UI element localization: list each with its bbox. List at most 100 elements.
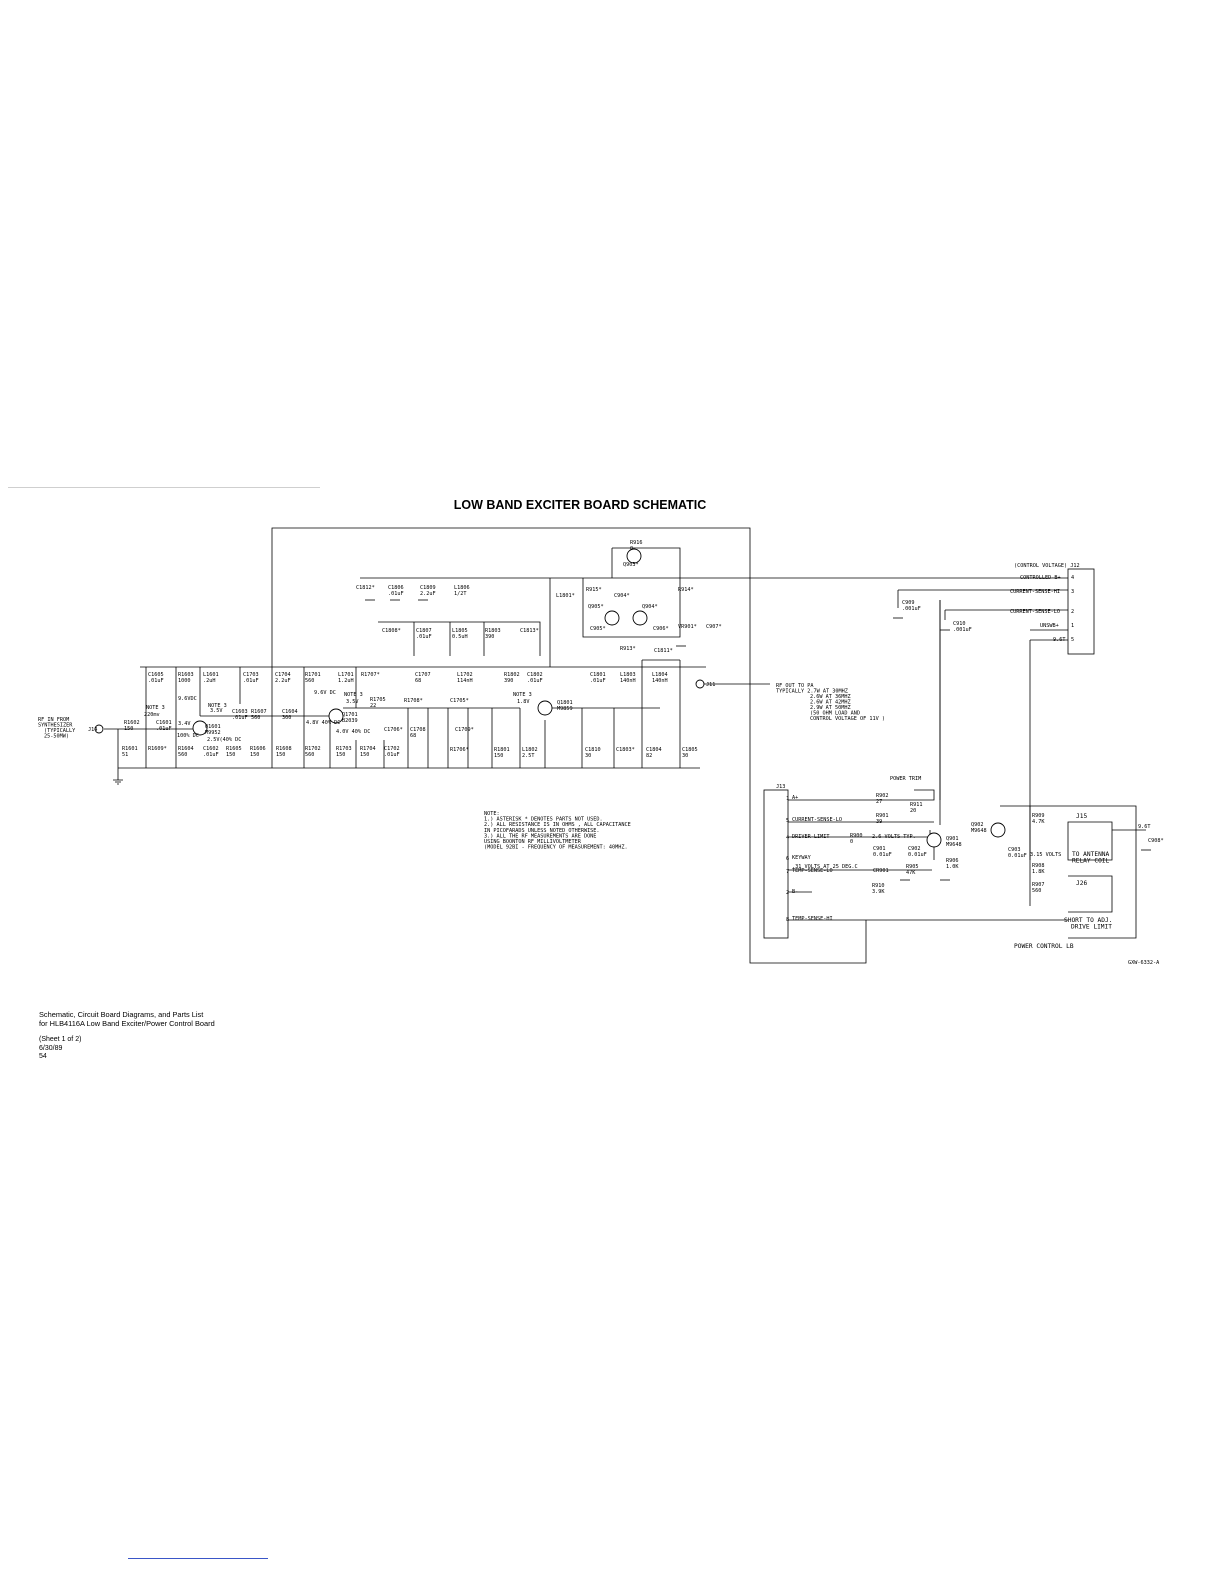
annotation-3-15-volts: 3.15 VOLTS xyxy=(1030,852,1061,858)
component-r905-ref: R905 xyxy=(906,864,919,870)
note-line-2: 2.) ALL RESISTANCE IS IN OHMS , ALL CAPA… xyxy=(484,822,631,828)
component-r1707-ref: R1707* xyxy=(361,672,380,678)
component-r1705-ref: R1705 xyxy=(370,697,386,703)
component-r1802-ref: R1802 xyxy=(504,672,520,678)
component-r1601-value: 51 xyxy=(122,752,128,758)
component-r1706-ref: R1706* xyxy=(450,747,469,753)
component-c1603-value: .01uF xyxy=(232,715,248,721)
component-r908-ref: R908 xyxy=(1032,863,1045,869)
component-r1603-ref: R1603 xyxy=(178,672,194,678)
component-r1609-ref: R1609* xyxy=(148,746,167,752)
component-r1602-ref: R1602 xyxy=(124,720,140,726)
j13-pin-num-6: 6 xyxy=(786,856,789,862)
component-c1810-ref: C1810 xyxy=(585,747,601,753)
rf-out-label-5: (50 OHM LOAD AND xyxy=(810,711,860,717)
component-r1604-ref: R1604 xyxy=(178,746,194,752)
component-r910-ref: R910 xyxy=(872,883,885,889)
q904-symbol xyxy=(632,610,648,626)
v96t-label: 9.6T xyxy=(1138,824,1151,830)
component-r1708-ref: R1708* xyxy=(404,698,423,704)
component-r1801-value: 150 xyxy=(494,753,503,759)
component-r1705-value: 22 xyxy=(370,703,376,709)
page-number: 54 xyxy=(39,1053,47,1061)
component-c1709-ref: C1709* xyxy=(455,727,474,733)
component-c1702-ref: C1702 xyxy=(384,746,400,752)
sheet-number: (Sheet 1 of 2) xyxy=(39,1036,82,1043)
q1601-symbol xyxy=(192,720,208,736)
power-control-footer: POWER CONTROL LB xyxy=(1014,943,1074,950)
j13-pin-label-keyway: KEYWAY xyxy=(792,855,812,861)
j26-desc-1: DRIVE LIMIT xyxy=(1071,924,1112,931)
component-r1606-ref: R1606 xyxy=(250,746,266,752)
j11-connector xyxy=(695,679,705,689)
component-c1811-ref: C1811* xyxy=(654,648,673,654)
component-c903-ref: C903 xyxy=(1008,847,1021,853)
component-c1805-value: 30 xyxy=(682,753,688,759)
component-c1804-value: 82 xyxy=(646,753,652,759)
component-l1804-value: 140nH xyxy=(652,678,668,684)
component-c1802-ref: C1802 xyxy=(527,672,543,678)
component-q904-ref: Q904* xyxy=(642,604,658,610)
footer-link-line[interactable] xyxy=(128,1558,268,1559)
component-l1702-value: 114nH xyxy=(457,678,473,684)
q903-symbol xyxy=(626,548,642,564)
component-vr901-ref: VR901* xyxy=(678,624,697,630)
component-c1601-value: .01uF xyxy=(156,726,172,732)
component-c1805-ref: C1805 xyxy=(682,747,698,753)
component-r1703-value: 150 xyxy=(336,752,345,758)
component-l1601-ref: L1601 xyxy=(203,672,219,678)
component-q901-value: M9648 xyxy=(946,842,962,848)
component-r1605-value: 150 xyxy=(226,752,235,758)
component-c902-value: 0.01uF xyxy=(908,852,927,858)
component-c1706-ref: C1706* xyxy=(384,727,403,733)
component-c1806-value: .01uF xyxy=(388,591,404,597)
component-c901-value: 0.01uF xyxy=(873,852,892,858)
component-c910-ref: C910 xyxy=(953,621,966,627)
component-c908-ref: C908* xyxy=(1148,838,1164,844)
component-r1607-value: 560 xyxy=(251,715,260,721)
rf-out-label-6: CONTROL VOLTAGE OF 11V ) xyxy=(810,716,885,722)
component-r1701-ref: R1701 xyxy=(305,672,321,678)
component-c1707-ref: C1707 xyxy=(415,672,431,678)
caption-line2: for HLB4116A Low Band Exciter/Power Cont… xyxy=(39,1019,215,1028)
component-r900-value: 0 xyxy=(850,839,853,845)
rf-out-label-3: 2.6W AT 42MHZ xyxy=(810,700,851,706)
component-r1802-value: 390 xyxy=(504,678,513,684)
transistor-symbols xyxy=(94,548,1006,848)
component-r902-ref: R902 xyxy=(876,793,889,799)
note-line-6: (MODEL 92BI - FREQUENCY OF MEASUREMENT: … xyxy=(484,845,628,851)
component-q1801-ref: Q1801 xyxy=(557,700,573,706)
j12-pin-num-2: 2 xyxy=(1071,609,1074,615)
j13-pin-num-8: 8 xyxy=(786,917,789,923)
component-q1801-value: M9859 xyxy=(557,706,573,712)
j13-pin-label-temp-sense-hi: TEMP-SENSE-HI xyxy=(792,916,833,922)
component-r913-ref: R913* xyxy=(620,646,636,652)
component-l1802-ref: L1802 xyxy=(522,747,538,753)
j13-pin-num-5: 5 xyxy=(786,818,789,824)
page-title: LOW BAND EXCITER BOARD SCHEMATIC xyxy=(453,498,707,512)
component-r1606-value: 150 xyxy=(250,752,259,758)
component-c901-ref: C901 xyxy=(873,846,886,852)
component-r1605-ref: R1605 xyxy=(226,746,242,752)
component-c1801-value: .01uF xyxy=(590,678,606,684)
component-c1807-ref: C1807 xyxy=(416,628,432,634)
component-c1804-ref: C1804 xyxy=(646,747,662,753)
j11-label: J11 xyxy=(706,682,715,688)
component-c1704-value: 2.2uF xyxy=(275,678,291,684)
component-l1803-ref: L1803 xyxy=(620,672,636,678)
j26-label: J26 xyxy=(1076,880,1087,887)
component-c1806-ref: C1806 xyxy=(388,585,404,591)
component-r1601-ref: R1601 xyxy=(122,746,138,752)
j13-pin-num-2: 2 xyxy=(786,890,789,896)
component-r909-value: 4.7K xyxy=(1032,819,1045,825)
component-r1702-value: 560 xyxy=(305,752,314,758)
note-line-4: 3.) ALL THE RF MEASUREMENTS ARE DONE xyxy=(484,833,596,839)
component-r906-value: 1.0K xyxy=(946,864,959,870)
component-q905-ref: Q905* xyxy=(588,604,604,610)
q1701-symbol xyxy=(328,708,344,724)
component-c1809-value: 2.2uF xyxy=(420,591,436,597)
component-l1805-value: 0.5uH xyxy=(452,634,468,640)
q902-symbol xyxy=(990,822,1006,838)
component-r916-value: 0 xyxy=(630,546,633,552)
